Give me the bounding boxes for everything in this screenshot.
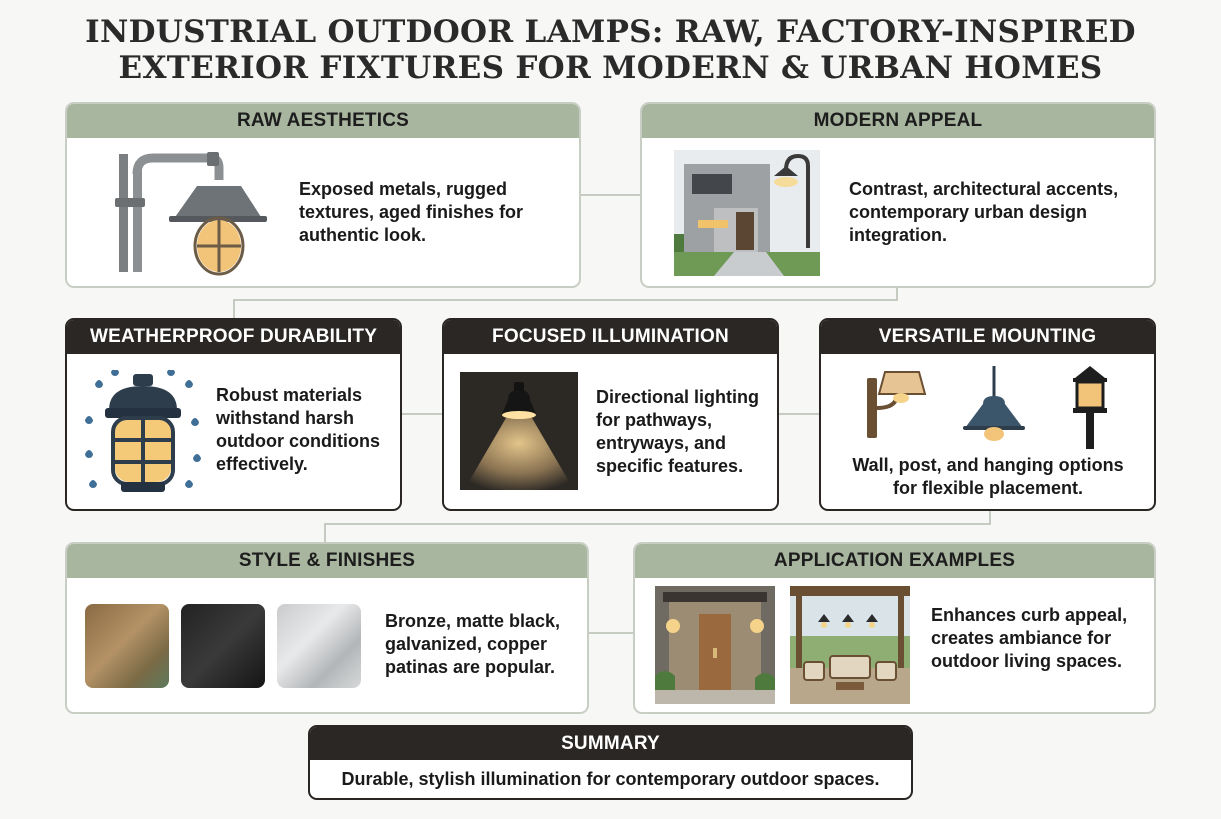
card-description: Exposed metals, rugged textures, aged fi…: [299, 179, 524, 245]
card-weatherproof-durability: WEATHERPROOF DURABILITY Robust materials…: [65, 318, 402, 511]
title-line-1: INDUSTRIAL OUTDOOR LAMPS: RAW, FACTORY-I…: [85, 14, 1136, 50]
card-header: APPLICATION EXAMPLES: [635, 544, 1154, 578]
wall-lamp-icon: [867, 371, 927, 438]
title-line-2: EXTERIOR FIXTURES FOR MODERN & URBAN HOM…: [118, 50, 1103, 86]
card-description: Contrast, architectural accents, contemp…: [849, 179, 1119, 245]
summary-text: Durable, stylish illumination for contem…: [341, 769, 880, 789]
modern-house-icon: [674, 150, 820, 276]
post-lantern-icon: [1073, 366, 1107, 449]
galvanized-swatch-icon: [277, 604, 361, 688]
card-header: RAW AESTHETICS: [67, 104, 579, 138]
pendant-lamp-icon: [963, 366, 1025, 441]
card-style-finishes: STYLE & FINISHES: [65, 542, 589, 714]
bronze-swatch-icon: [85, 604, 169, 688]
card-header: STYLE & FINISHES: [67, 544, 587, 578]
summary-header: SUMMARY: [310, 727, 911, 760]
house-entry-photo-icon: [655, 586, 775, 704]
card-header: WEATHERPROOF DURABILITY: [67, 320, 400, 354]
matte-black-swatch-icon: [181, 604, 265, 688]
card-modern-appeal: MODERN APPEAL Contrast, architectural ac…: [640, 102, 1156, 288]
card-raw-aesthetics: RAW AESTHETICS Exposed metals, rugged te…: [65, 102, 581, 288]
industrial-pipe-lamp-icon: [115, 152, 267, 276]
summary-box: SUMMARY Durable, stylish illumination fo…: [308, 725, 913, 800]
card-header: MODERN APPEAL: [642, 104, 1154, 138]
card-header: FOCUSED ILLUMINATION: [444, 320, 777, 354]
caged-lamp-rain-icon: [85, 370, 201, 492]
card-description: Bronze, matte black, galvanized, copper …: [385, 611, 561, 677]
card-focused-illumination: FOCUSED ILLUMINATION Directional lightin…: [442, 318, 779, 511]
card-description: Robust materials withstand harsh outdoor…: [216, 385, 380, 474]
card-application-examples: APPLICATION EXAMPLES Enhances curb app: [633, 542, 1156, 714]
page-title: INDUSTRIAL OUTDOOR LAMPS: RAW, FACTORY-I…: [0, 14, 1221, 86]
card-description: Wall, post, and hanging options for flex…: [852, 455, 1124, 498]
card-versatile-mounting: VERSATILE MOUNTING Wall, post, and hangi…: [819, 318, 1156, 511]
wall-sconce-photo-icon: [460, 372, 578, 490]
card-description: Directional lighting for pathways, entry…: [596, 387, 760, 476]
card-description: Enhances curb appeal, creates ambiance f…: [931, 605, 1128, 671]
patio-pergola-photo-icon: [790, 586, 910, 704]
card-header: VERSATILE MOUNTING: [821, 320, 1154, 354]
